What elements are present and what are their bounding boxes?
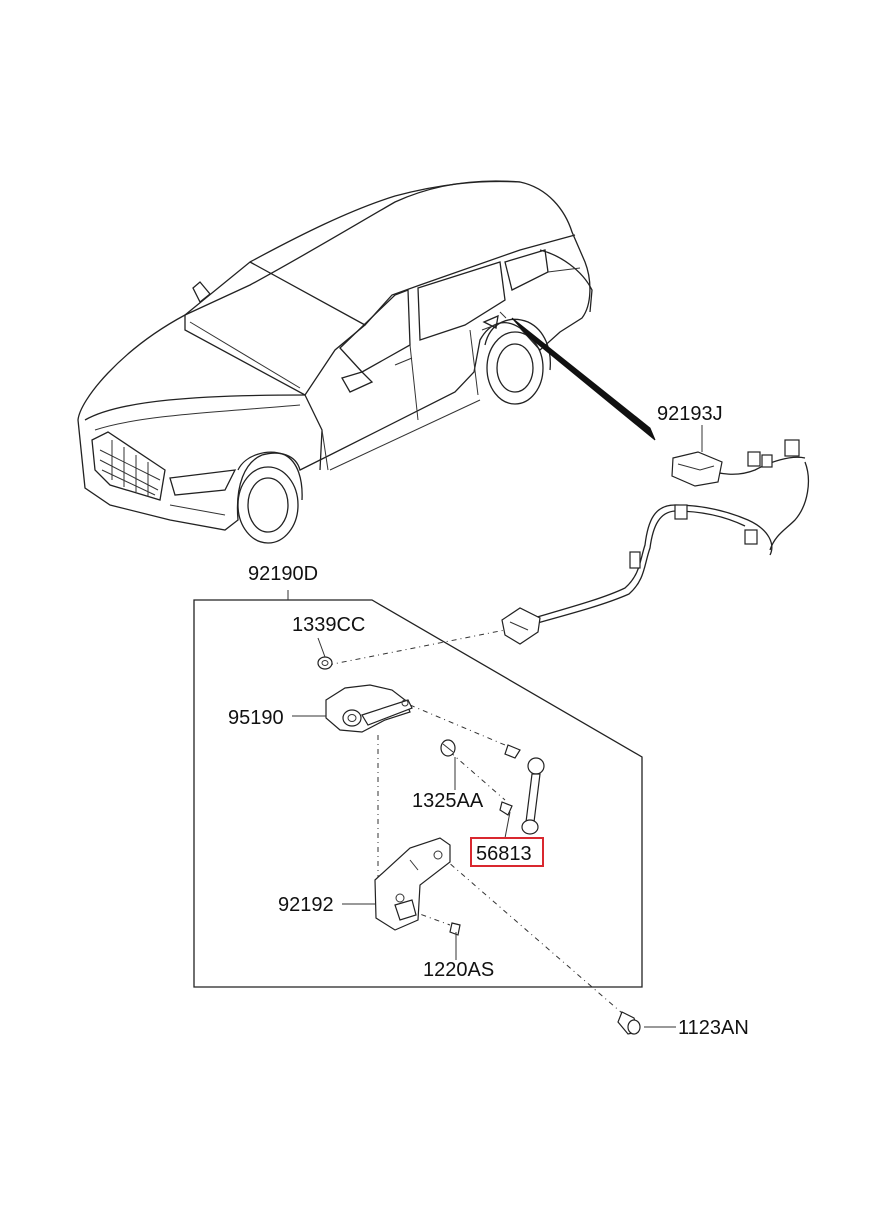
label-92193j: 92193J <box>657 403 723 425</box>
leader-lines <box>292 425 703 1028</box>
label-1339cc: 1339CC <box>292 614 365 636</box>
nut-1339cc <box>317 656 333 670</box>
wiring-harness <box>501 439 810 645</box>
car-illustration <box>77 180 593 544</box>
bolt-1123an <box>617 1011 641 1035</box>
label-1220as: 1220AS <box>423 959 494 981</box>
assembly-box <box>193 590 643 988</box>
sensor-95190 <box>325 684 413 733</box>
label-92190d: 92190D <box>248 563 318 585</box>
link-56813 <box>499 744 545 835</box>
label-92192: 92192 <box>278 894 334 916</box>
label-95190: 95190 <box>228 707 284 729</box>
bracket-92192 <box>374 837 451 931</box>
bolt-1325aa <box>440 739 456 757</box>
label-1325aa: 1325AA <box>412 790 484 812</box>
highlight-box <box>470 837 544 867</box>
label-1123an: 1123AN <box>678 1017 749 1039</box>
label-56813[interactable]: 56813 <box>476 843 532 865</box>
screw-1220as <box>449 922 461 936</box>
callout-wedge <box>511 317 656 441</box>
